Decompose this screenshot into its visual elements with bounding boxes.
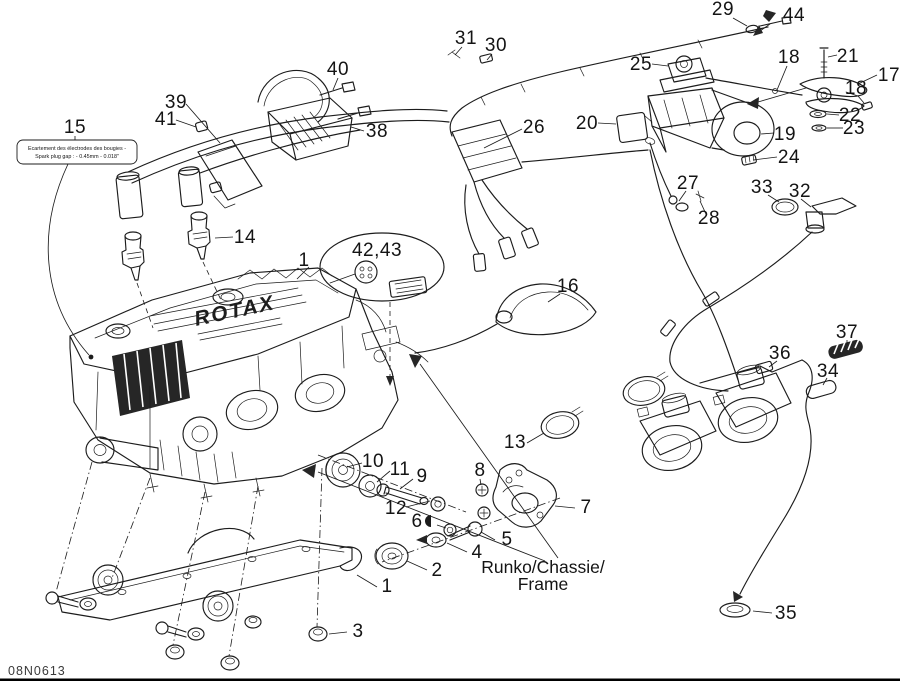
callout-23: 23 <box>843 118 865 139</box>
callout-16: 16 <box>557 276 579 297</box>
choke-lever-and-cables <box>649 149 857 392</box>
callout-8: 8 <box>474 460 485 481</box>
callout-12: 12 <box>385 498 407 519</box>
callout-1-engine: 1 <box>298 250 309 271</box>
callout-39: 39 <box>165 92 187 113</box>
callout-14: 14 <box>234 227 256 248</box>
callout-44: 44 <box>783 5 805 26</box>
callout-36: 36 <box>769 343 791 364</box>
throttle-lever-assembly <box>799 47 873 132</box>
leader-lines <box>175 17 878 635</box>
mount-hardware <box>317 452 561 570</box>
callout-4: 4 <box>471 542 482 563</box>
callout-24: 24 <box>778 147 800 168</box>
frame-label-line-1: Runko/Chassie/ <box>481 557 605 577</box>
frame-label-line-2: Frame <box>518 574 569 594</box>
callout-35: 35 <box>775 603 797 624</box>
callout-15: 15 <box>64 117 86 138</box>
e-module-assembly <box>616 87 775 166</box>
callout-41: 41 <box>155 109 177 130</box>
engine-mount-frame <box>45 461 362 671</box>
callout-33: 33 <box>751 177 773 198</box>
callout-5: 5 <box>501 529 512 550</box>
ignition-coil <box>451 119 649 272</box>
callout-29: 29 <box>712 0 734 20</box>
callout-18b: 18 <box>845 78 867 99</box>
callout-7: 7 <box>580 497 591 518</box>
callout-10: 10 <box>362 451 384 472</box>
callout-34: 34 <box>817 361 839 382</box>
document-code: 08N0613 <box>8 664 66 678</box>
carburetors <box>636 364 792 471</box>
callout-25: 25 <box>630 54 652 75</box>
fuel-line-assembly <box>699 338 863 618</box>
callout-6: 6 <box>411 511 422 532</box>
callout-18a: 18 <box>778 47 800 68</box>
callout-2: 2 <box>431 560 442 581</box>
callout-31: 31 <box>455 28 477 49</box>
callout-26: 26 <box>523 117 545 138</box>
callout-9: 9 <box>416 466 427 487</box>
callout-22: 22 <box>839 105 861 126</box>
spark-plug <box>187 211 211 260</box>
note-line-2: Spark plug gap : - 0.45mm - 0.018" <box>35 154 119 160</box>
cdi-module-assembly <box>195 69 372 209</box>
callout-28: 28 <box>698 208 720 229</box>
callout-30: 30 <box>485 35 507 56</box>
callout-19: 19 <box>774 124 796 145</box>
spark-plug <box>121 231 145 281</box>
detail-circle-42-43 <box>319 232 445 386</box>
console-piece <box>414 283 597 354</box>
callouts: 15 39 41 40 38 31 30 29 44 25 21 18 17 1… <box>64 0 900 642</box>
callout-20: 20 <box>576 113 598 134</box>
callout-3: 3 <box>352 621 363 642</box>
callout-13: 13 <box>504 432 526 453</box>
callout-27: 27 <box>677 173 699 194</box>
callout-11: 11 <box>390 459 411 480</box>
callout-42-43: 42,43 <box>352 240 402 261</box>
note-line-1: Ecartement des électrodes des bougies - <box>28 146 126 152</box>
hose-clamps <box>540 371 669 439</box>
oil-pump-arm <box>644 137 705 212</box>
callout-40: 40 <box>327 59 349 80</box>
spark-gap-note-box: Ecartement des électrodes des bougies - … <box>16 136 138 360</box>
callout-32: 32 <box>789 181 811 202</box>
callout-38: 38 <box>366 121 388 142</box>
bottom-rule <box>0 678 900 681</box>
callout-37: 37 <box>836 322 858 343</box>
callout-21: 21 <box>837 46 859 67</box>
callout-17: 17 <box>878 65 900 86</box>
spark-plug-system <box>115 108 450 329</box>
frame-pointer-arrows <box>302 23 807 562</box>
throttle-cable-upper <box>447 10 803 137</box>
callout-1-frame: 1 <box>381 576 392 597</box>
